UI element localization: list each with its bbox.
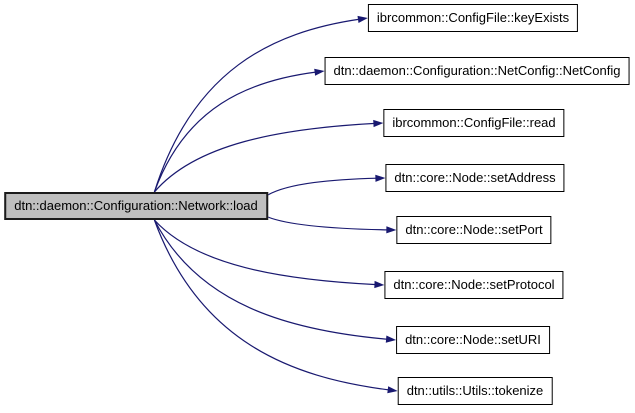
edge-path [153, 219, 389, 340]
edge-arrowhead [314, 68, 325, 76]
edge-arrowhead [386, 226, 397, 234]
edge-path [153, 122, 376, 193]
edge-arrowhead [373, 119, 384, 128]
callee-node-setaddress[interactable]: dtn::core::Node::setAddress [385, 164, 565, 192]
callee-node-tokenize[interactable]: dtn::utils::Utils::tokenize [397, 377, 553, 405]
edge-path [267, 216, 389, 231]
edge-arrowhead [385, 335, 397, 343]
edge-path [267, 177, 378, 196]
callee-node-seturi[interactable]: dtn::core::Node::setURI [396, 326, 550, 354]
callee-node-keyexists[interactable]: ibrcommon::ConfigFile::keyExists [367, 4, 579, 32]
callee-node-netconfig[interactable]: dtn::daemon::Configuration::NetConfig::N… [324, 57, 630, 85]
callee-node-setprotocol[interactable]: dtn::core::Node::setProtocol [384, 271, 564, 299]
edge-arrowhead [387, 386, 398, 394]
edge-arrowhead [375, 174, 386, 182]
edge-path [153, 219, 390, 391]
edge-path [153, 18, 361, 193]
callee-node-read[interactable]: ibrcommon::ConfigFile::read [383, 109, 565, 137]
edge-path [153, 71, 317, 193]
edge-arrowhead [357, 15, 368, 23]
callee-node-setport[interactable]: dtn::core::Node::setPort [396, 216, 552, 244]
edge-arrowhead [374, 280, 385, 289]
edge-path [153, 219, 377, 286]
caller-node: dtn::daemon::Configuration::Network::loa… [4, 192, 268, 220]
